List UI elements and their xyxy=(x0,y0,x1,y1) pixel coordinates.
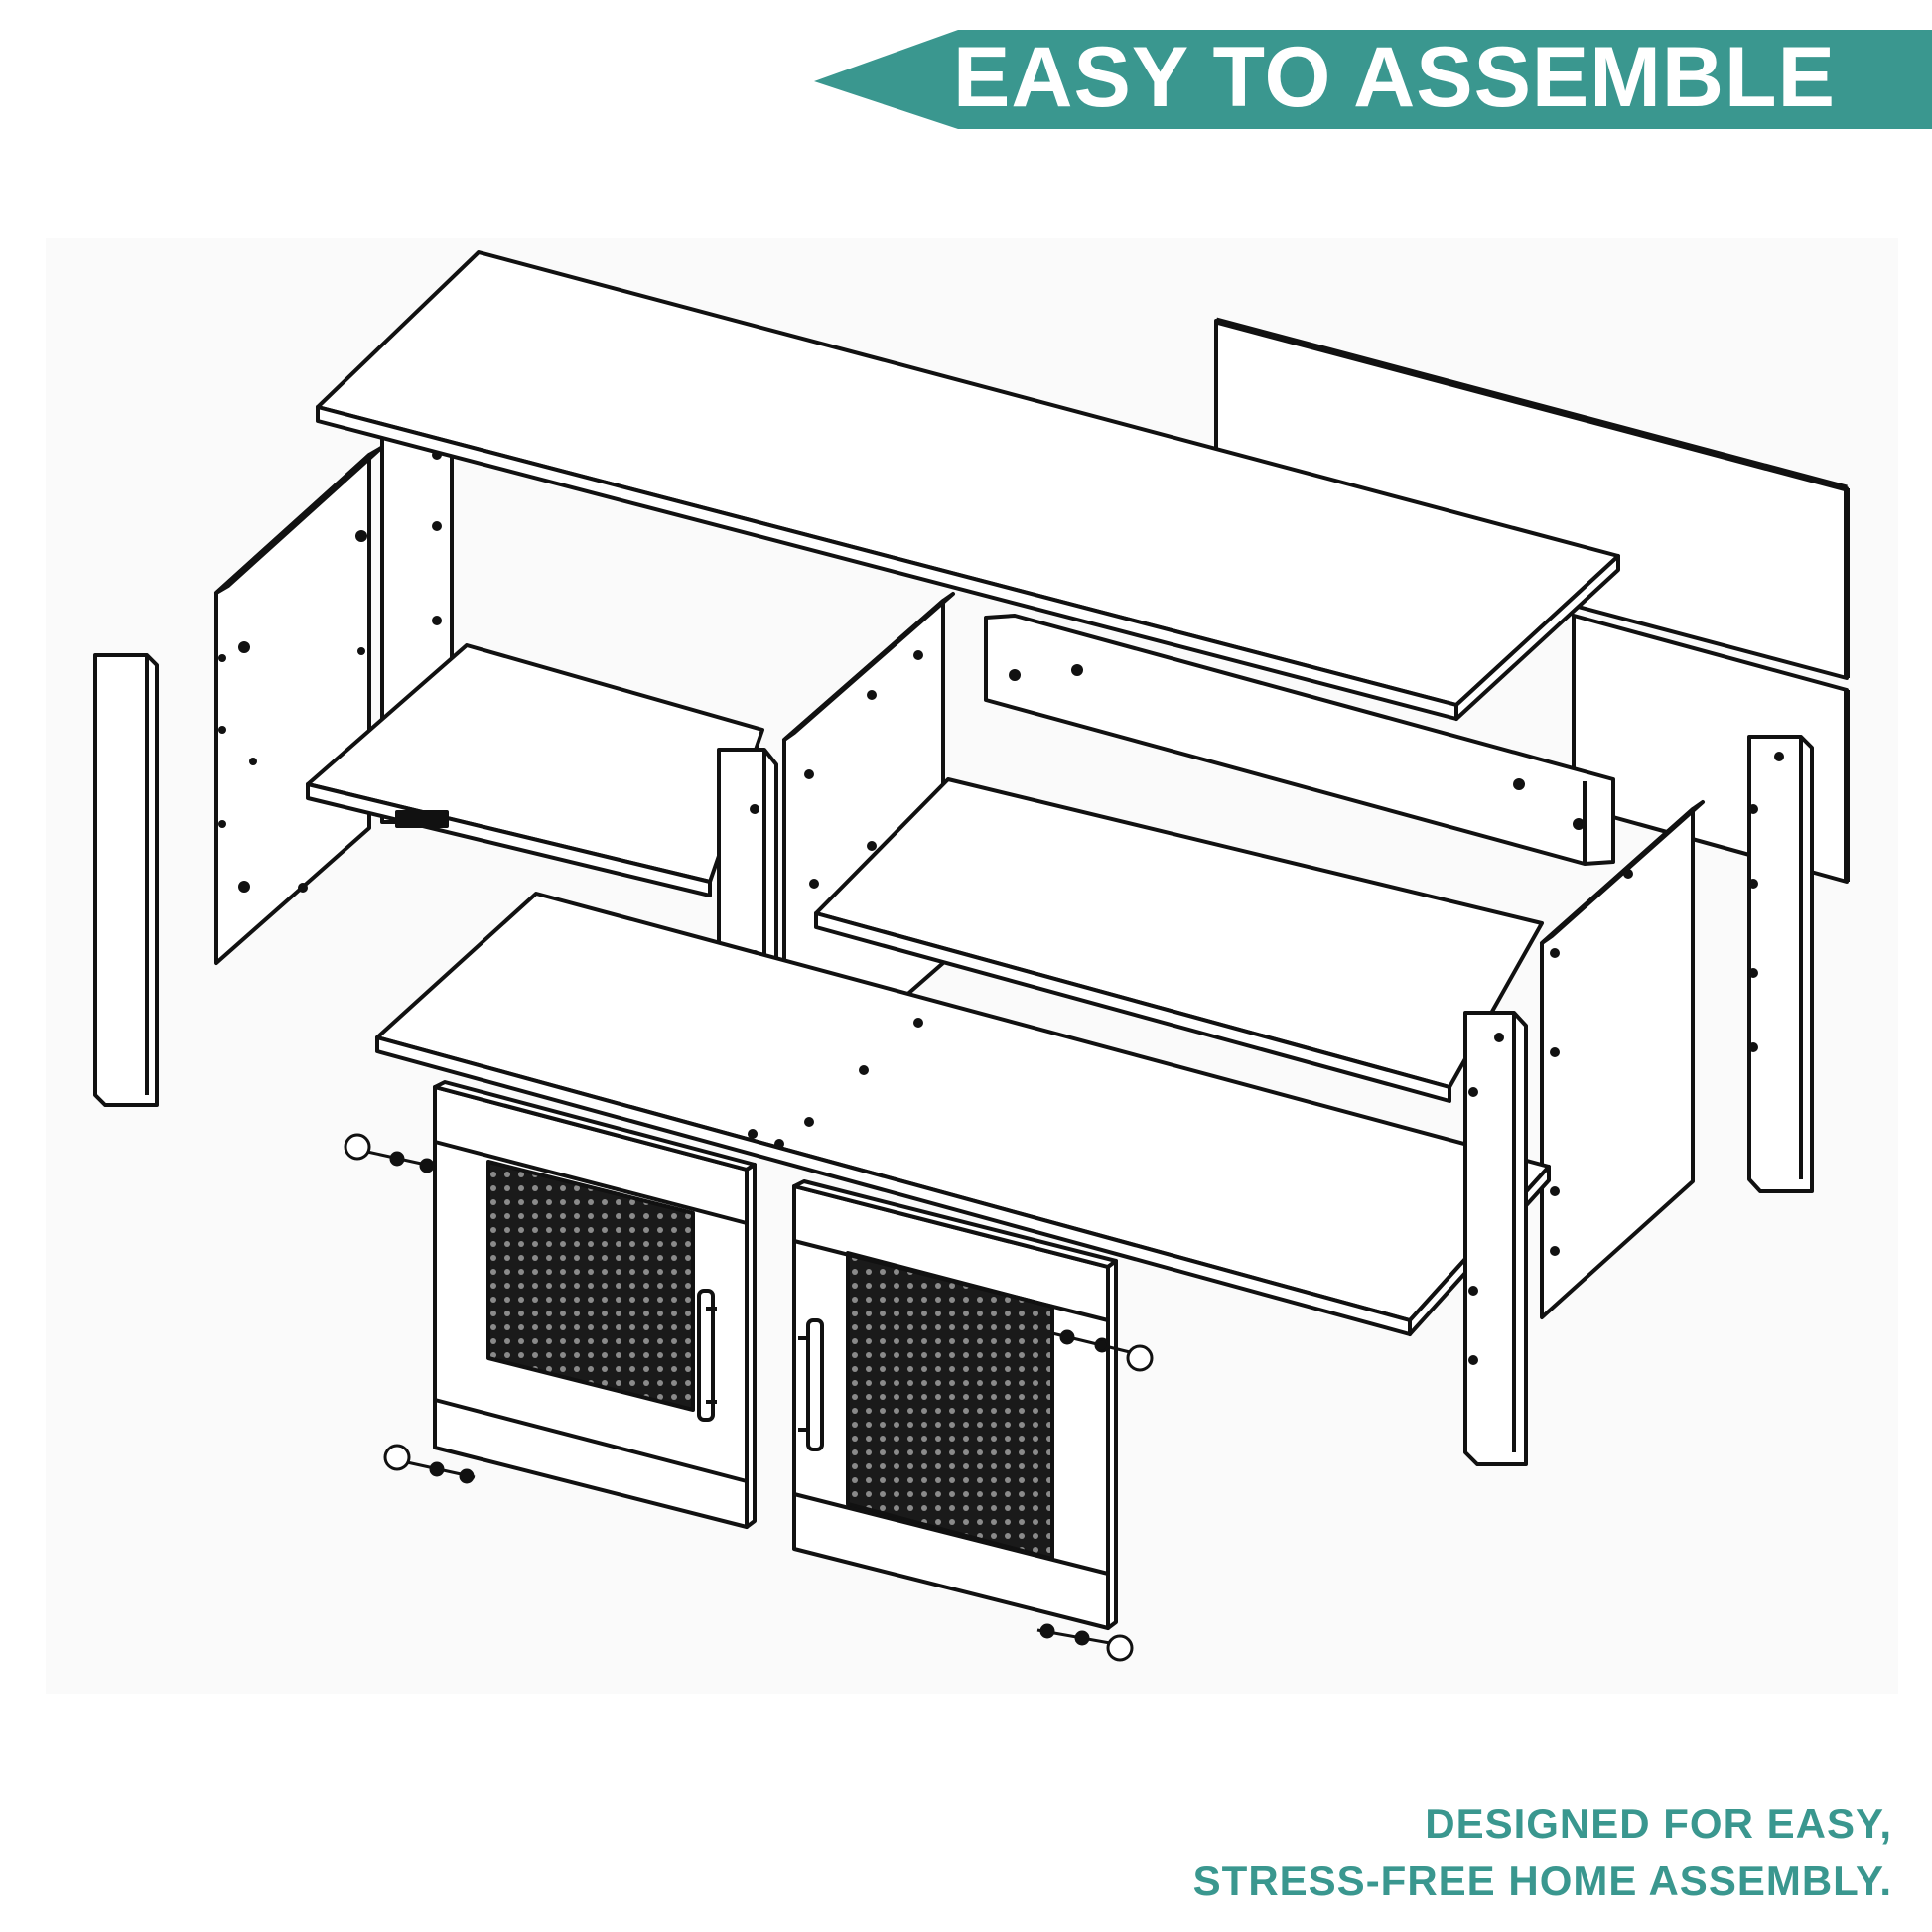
top-panel xyxy=(316,250,1620,721)
hinge-top-right xyxy=(1051,1329,1154,1372)
right-side-panel xyxy=(1540,800,1705,1319)
back-panel-upper xyxy=(1214,317,1850,680)
shelf-upper-left xyxy=(306,643,764,897)
banner-arrow-shape xyxy=(814,30,1932,129)
left-door xyxy=(433,1080,757,1529)
header-banner xyxy=(814,30,1932,129)
tagline-line-2: STRESS-FREE HOME ASSEMBLY. xyxy=(1192,1858,1892,1904)
right-front-post xyxy=(1463,1011,1528,1466)
tagline-line-1: DESIGNED FOR EASY, xyxy=(1425,1800,1892,1847)
header-title: EASY TO ASSEMBLE xyxy=(953,30,1836,125)
hinge-top-left xyxy=(344,1133,436,1173)
shelf-upper-right xyxy=(814,777,1544,1103)
hinge-hardware xyxy=(344,1133,1154,1662)
footer-tagline: DESIGNED FOR EASY, STRESS-FREE HOME ASSE… xyxy=(800,1795,1892,1910)
right-door xyxy=(792,1179,1118,1630)
right-back-post xyxy=(1747,735,1814,1193)
hinge-bottom-left xyxy=(383,1444,476,1484)
rear-rail xyxy=(984,614,1615,866)
hinge-bottom-right xyxy=(1036,1623,1134,1662)
left-front-post xyxy=(93,653,159,1107)
